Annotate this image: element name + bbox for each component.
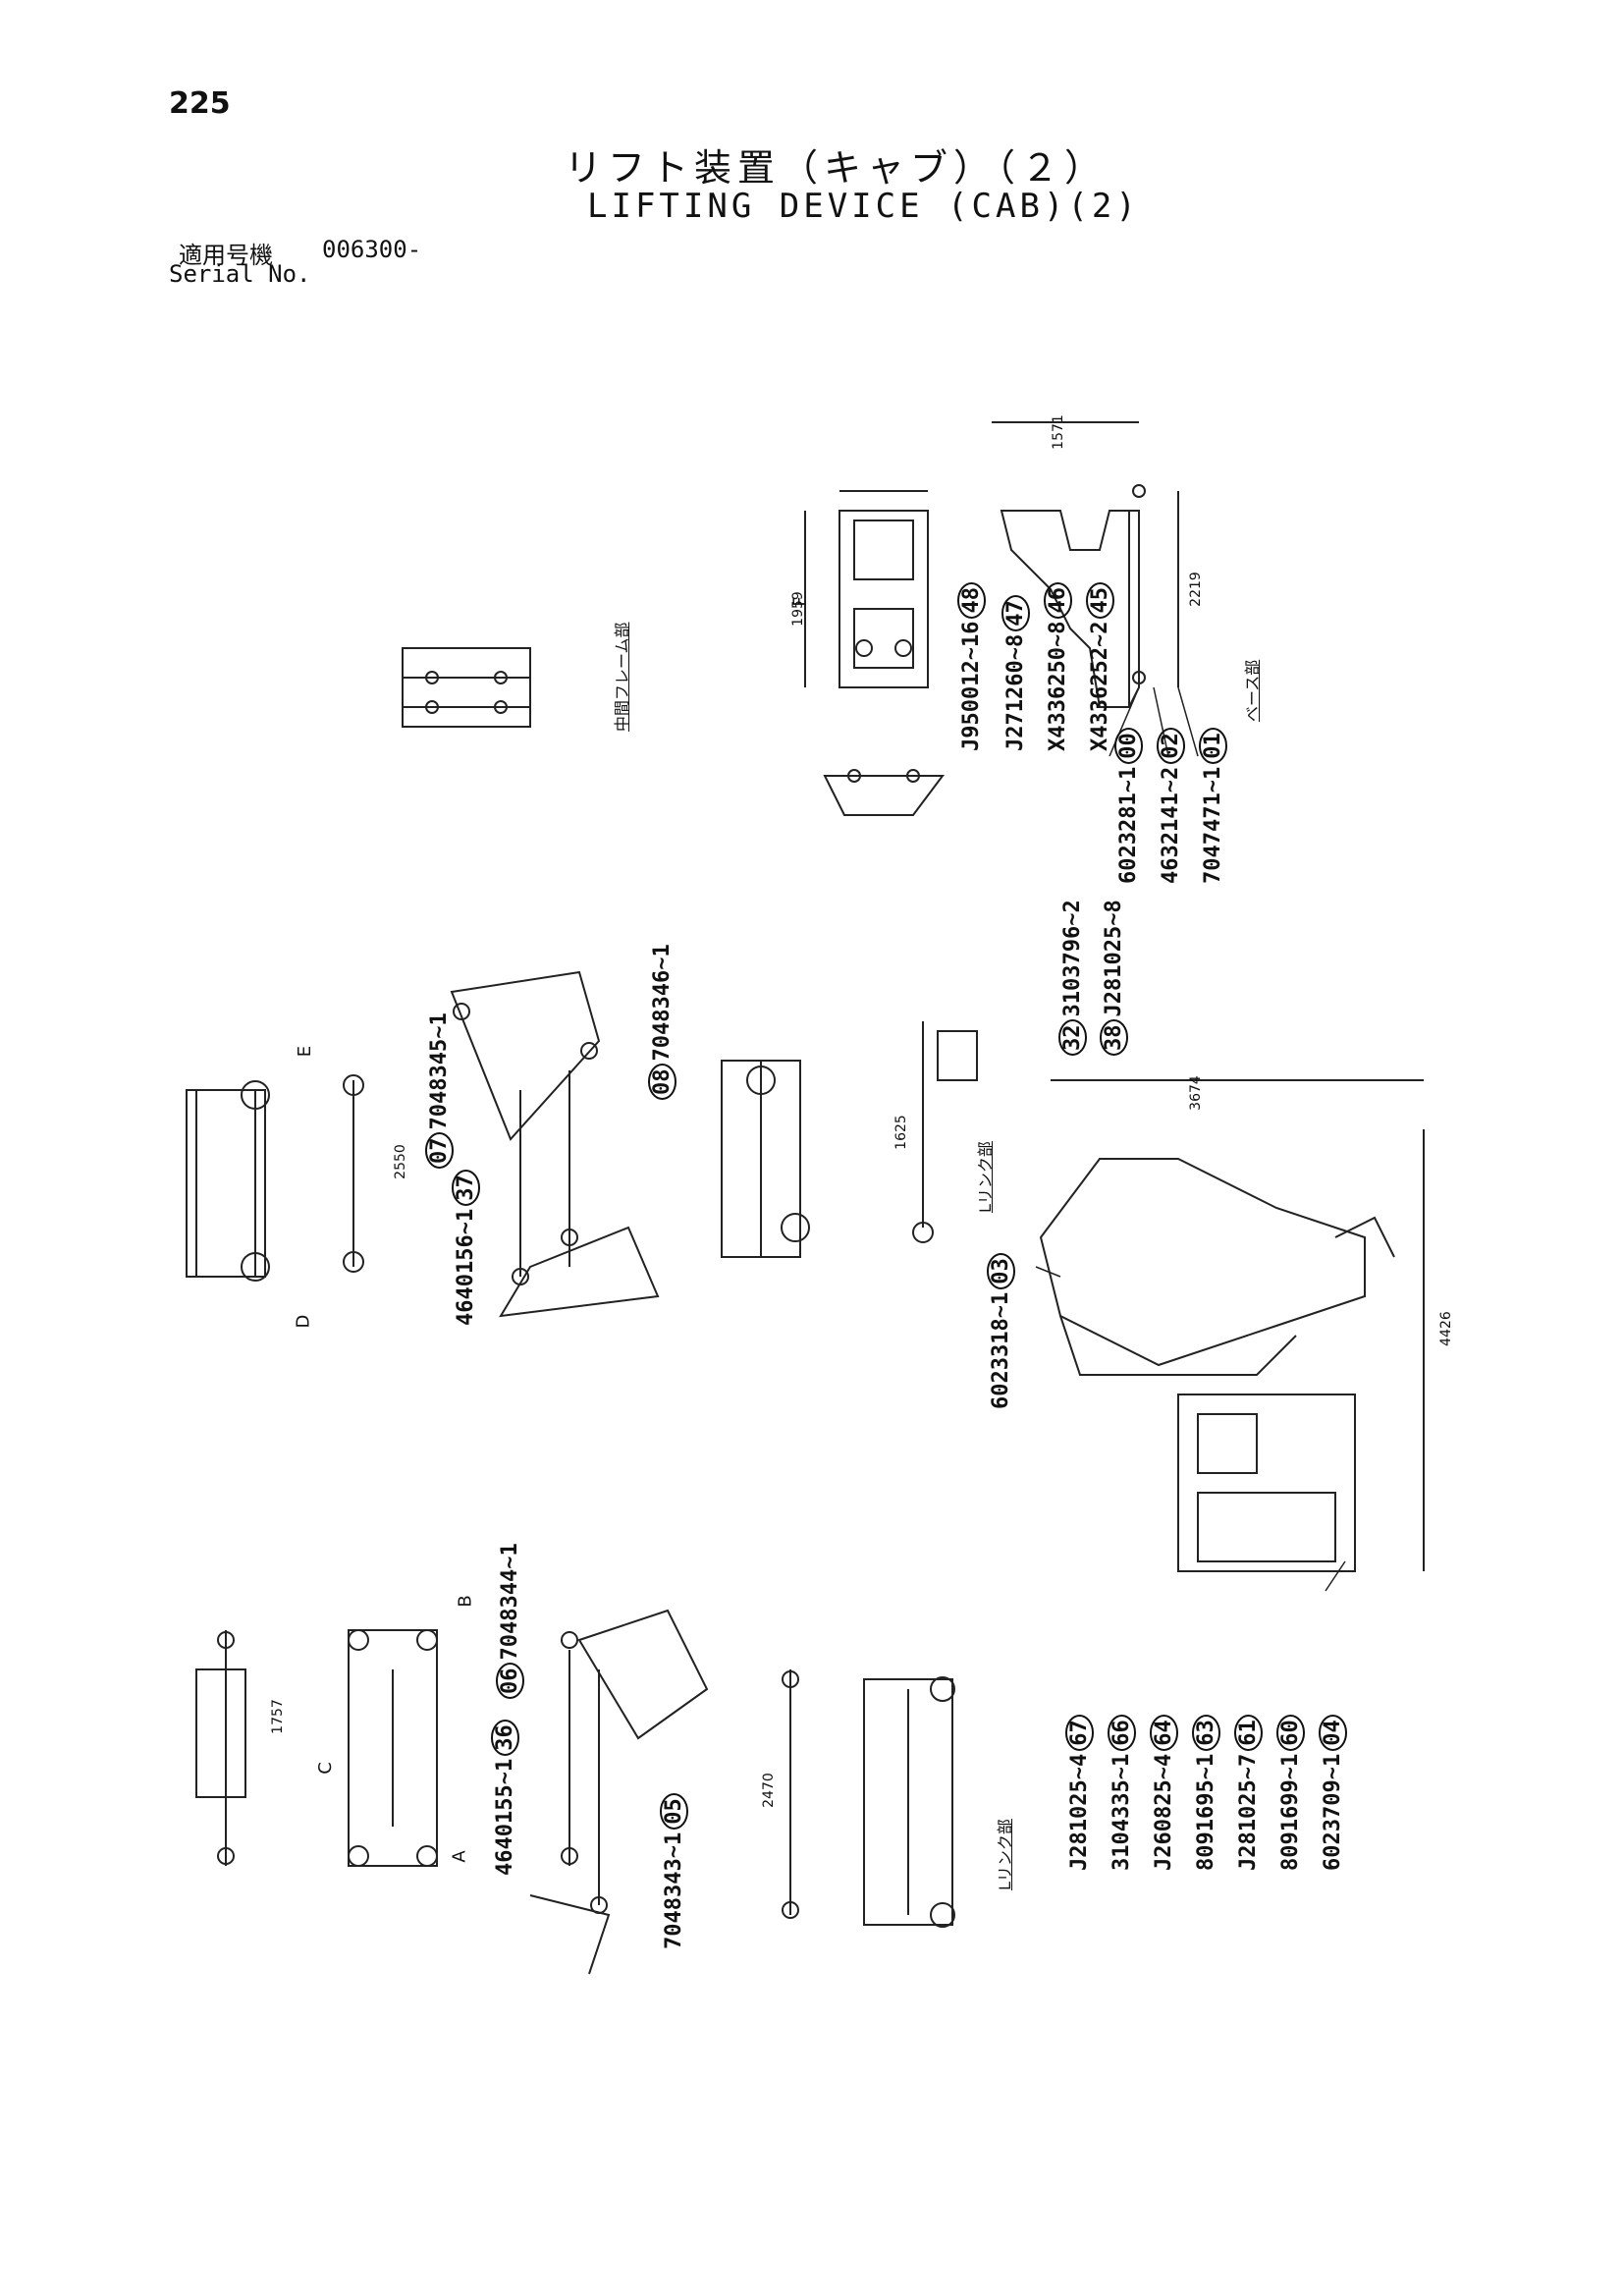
- title-english: LIFTING DEVICE (CAB)(2): [587, 187, 1140, 226]
- dimension-1571: 1571: [1050, 414, 1066, 450]
- part-label-06: 067048344~1: [496, 1543, 524, 1699]
- dimension-1625: 1625: [893, 1115, 909, 1150]
- part-label-67: J281025~467: [1065, 1715, 1094, 1871]
- detail-letter-e: E: [295, 1045, 316, 1058]
- part-label-48: J950012~1648: [957, 582, 986, 751]
- part-label-04: 6023709~104: [1319, 1715, 1347, 1871]
- part-label-02: 4632141~202: [1157, 728, 1185, 884]
- dimension-2470: 2470: [760, 1773, 777, 1808]
- link-long-views: [782, 1669, 955, 1928]
- dimension-1757: 1757: [269, 1699, 286, 1734]
- part-label-00: 6023281~100: [1114, 728, 1143, 884]
- detail-letter-c: C: [314, 1762, 336, 1775]
- cab-tilted-view: [1039, 1079, 1425, 1572]
- part-label-37: 4640156~137: [452, 1170, 480, 1326]
- note-center-frame: 中間フレーム部: [613, 622, 631, 732]
- part-label-63: 8091695~163: [1192, 1715, 1220, 1871]
- link-assembly-lower: [529, 1609, 709, 1975]
- link-lower-views: [195, 1629, 438, 1867]
- note-link-upper: Lリンク部: [976, 1141, 995, 1213]
- part-label-08: 087048346~1: [648, 944, 676, 1100]
- part-label-32: 323103796~2: [1058, 900, 1087, 1056]
- part-label-60: 8091699~160: [1276, 1715, 1305, 1871]
- part-label-45: X4336252~245: [1086, 582, 1114, 751]
- bracket-detail: [823, 769, 945, 816]
- part-label-38: 38J281025~8: [1100, 900, 1128, 1056]
- part-label-05: 7048343~105: [660, 1793, 688, 1949]
- serial-label-japanese: 適用号機: [179, 242, 273, 269]
- part-label-01: 7047471~101: [1199, 728, 1227, 884]
- link-straight-views: [186, 1074, 364, 1282]
- part-label-36: 4640155~136: [491, 1720, 519, 1876]
- dimension-3674: 3674: [1187, 1075, 1204, 1111]
- part-label-64: J260825~464: [1150, 1715, 1178, 1871]
- base-plan-view: [804, 490, 929, 688]
- page-number: 225: [169, 86, 231, 121]
- title-japanese: リフト装置（キャブ）（２）: [565, 146, 1109, 190]
- cylinder-link-plan: [721, 1021, 978, 1258]
- serial-label-english: Serial No.: [169, 260, 311, 288]
- part-label-07: 077048345~1: [425, 1012, 454, 1169]
- center-frame-view: [402, 647, 531, 728]
- part-label-66: 3104335~166: [1108, 1715, 1136, 1871]
- part-label-03: 6023318~103: [987, 1253, 1015, 1409]
- link-assembly-upper: [450, 970, 660, 1318]
- serial-value: 006300-: [322, 236, 422, 263]
- leader-lines: [1035, 686, 1346, 1592]
- detail-letter-b: B: [455, 1595, 476, 1608]
- detail-letter-f: F: [789, 596, 811, 607]
- part-label-47: J271260~847: [1001, 595, 1030, 751]
- dimension-4426: 4426: [1437, 1311, 1454, 1346]
- dimension-2550: 2550: [392, 1144, 408, 1179]
- note-link-lower: Lリンク部: [996, 1819, 1014, 1890]
- dimension-2219: 2219: [1187, 572, 1204, 607]
- note-base: ベース部: [1243, 659, 1262, 722]
- detail-letter-d: D: [293, 1314, 314, 1329]
- detail-letter-a: A: [449, 1850, 470, 1863]
- part-label-61: J281025~761: [1234, 1715, 1263, 1871]
- part-label-46: X4336250~846: [1044, 582, 1072, 751]
